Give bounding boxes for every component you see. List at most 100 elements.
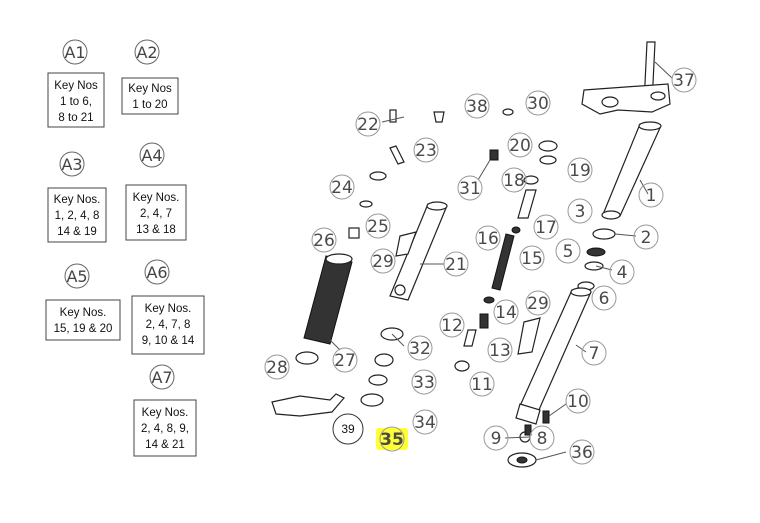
callout-17: 17 (533, 214, 559, 240)
part-13 (479, 313, 489, 329)
callout-7-text: 7 (589, 344, 600, 364)
kit-A7-line-2: 2, 4, 8, 9, (141, 423, 189, 435)
part-34 (368, 374, 388, 386)
kit-A6: A6 Key Nos. 2, 4, 7, 8 9, 10 & 14 (131, 259, 205, 355)
callout-2-text: 2 (641, 228, 652, 248)
kit-A5-label: A5 (66, 267, 87, 286)
kit-A5: A5 Key Nos. 15, 19 & 20 (45, 263, 121, 341)
kit-A7-line-1: Key Nos. (142, 407, 189, 419)
part-22 (389, 109, 397, 123)
callout-2: 2 (633, 224, 659, 250)
kit-A5-line-2: 15, 19 & 20 (54, 323, 113, 335)
callout-27: 27 (332, 347, 358, 373)
callout-31-text: 31 (459, 179, 481, 199)
kit-A6-label: A6 (146, 263, 167, 282)
callout-25-text: 25 (367, 217, 389, 237)
callout-4: 4 (609, 259, 635, 285)
kit-A6-line-1: Key Nos. (145, 303, 192, 315)
callout-8: 8 (529, 425, 555, 451)
callout-8-text: 8 (537, 429, 548, 449)
callout-9-text: 9 (491, 429, 502, 449)
callout-28-text: 28 (266, 358, 288, 378)
callout-14-text: 14 (495, 303, 517, 323)
part-bracket (271, 393, 345, 417)
callout-31: 31 (457, 175, 483, 201)
kit-A2: A2 Key Nos 1 to 20 (121, 39, 179, 115)
callout-20-text: 20 (509, 136, 531, 156)
part-bolt-8 (524, 424, 532, 436)
callout-39-text: 39 (341, 422, 355, 436)
callout-18-text: 18 (503, 171, 525, 191)
part-ring-4 (584, 261, 604, 271)
callout-11-text: 11 (471, 375, 493, 395)
callout-23: 23 (413, 137, 439, 163)
part-spring-15 (491, 233, 515, 291)
callout-21-text: 21 (445, 255, 467, 275)
callout-6: 6 (591, 285, 617, 311)
part-25 (359, 200, 373, 208)
leader-lines (329, 61, 673, 461)
callout-37: 37 (671, 67, 697, 93)
kit-A3-line-2: 1, 2, 4, 8 (55, 210, 100, 222)
callout-38: 38 (464, 93, 490, 119)
kit-A4: A4 Key Nos. 2, 4, 7 13 & 18 (125, 142, 187, 241)
kit-A4-line-2: 2, 4, 7 (140, 208, 172, 220)
kit-A7-label: A7 (151, 368, 172, 387)
callout-37-text: 37 (673, 71, 695, 91)
part-26 (348, 227, 360, 239)
kit-A1-line-3: 8 to 21 (58, 112, 93, 124)
part-12 (463, 329, 477, 347)
part-ring-2 (592, 228, 616, 240)
kit-A4-line-1: Key Nos. (133, 192, 180, 204)
callout-34-text: 34 (414, 413, 436, 433)
callout-12: 12 (439, 312, 465, 338)
part-lower-leg-right (515, 287, 592, 425)
callout-19-text: 19 (569, 161, 591, 181)
callout-20: 20 (507, 132, 533, 158)
callout-21: 21 (443, 251, 469, 277)
callout-28: 28 (264, 354, 290, 380)
kit-A1: A1 Key Nos 1 to 6, 8 to 21 (47, 39, 105, 128)
callout-34: 34 (412, 409, 438, 435)
kit-A5-line-1: Key Nos. (60, 307, 107, 319)
callout-39: 39 (332, 413, 364, 445)
part-16 (511, 226, 521, 234)
kit-A1-line-2: 1 to 6, (60, 96, 92, 108)
kit-A2-line-1: Key Nos (128, 83, 172, 95)
callout-22-text: 22 (357, 115, 379, 135)
kit-A3-line-1: Key Nos. (54, 194, 101, 206)
callout-24: 24 (329, 174, 355, 200)
kit-A3-label: A3 (61, 155, 82, 174)
kit-A4-label: A4 (141, 146, 162, 165)
callout-22: 22 (355, 111, 381, 137)
callout-7: 7 (581, 340, 607, 366)
callout-29-left: 29 (370, 248, 396, 274)
callout-30-text: 30 (527, 94, 549, 114)
callout-1-text: 1 (646, 186, 657, 206)
callout-33: 33 (411, 369, 437, 395)
callout-15-text: 15 (521, 249, 543, 269)
callout-6-text: 6 (599, 289, 610, 309)
part-35 (360, 393, 384, 407)
part-20 (538, 140, 558, 152)
callout-17-text: 17 (535, 218, 557, 238)
part-bolt-10 (542, 410, 550, 424)
part-24 (369, 171, 387, 181)
callout-36: 36 (569, 439, 595, 465)
callout-1: 1 (638, 182, 664, 208)
callout-3-text: 3 (575, 202, 586, 222)
part-sleeve-left (395, 231, 417, 257)
part-bottom-cap (507, 452, 537, 468)
callout-33-text: 33 (413, 373, 435, 393)
callout-10: 10 (565, 388, 591, 414)
callout-labels: 1 2 3 4 5 6 7 8 9 10 11 12 13 14 15 16 1… (264, 67, 697, 465)
part-rod-17 (517, 189, 537, 219)
kit-A7: A7 Key Nos. 2, 4, 8, 9, 14 & 21 (133, 364, 197, 457)
callout-36-text: 36 (571, 443, 593, 463)
part-18 (523, 175, 539, 185)
callout-32: 32 (407, 335, 433, 361)
callout-9: 9 (483, 425, 509, 451)
callout-23-text: 23 (415, 141, 437, 161)
part-31 (489, 149, 499, 161)
